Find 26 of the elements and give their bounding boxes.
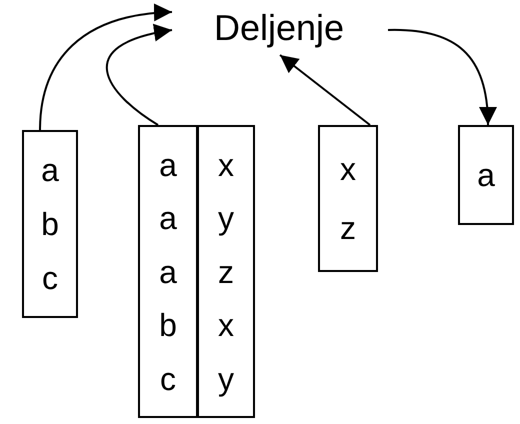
letter-text: Deljenje [214,10,344,46]
letter-text: y [218,362,234,394]
letter-text: a [159,202,177,234]
letter-text: a [477,159,495,191]
letter-column-box [318,125,378,272]
letter-column-box [458,125,514,225]
letter-text: a [159,256,177,288]
arrow [279,54,371,126]
letter-text: a [159,148,177,180]
letter-text: x [218,309,234,341]
letter-column-box [22,130,78,318]
letter-column-box [138,125,198,418]
letter-column-box [197,125,255,418]
letter-text: c [160,362,176,394]
letter-text: c [42,262,58,294]
letter-text: b [41,208,59,240]
arrow [388,29,496,126]
letter-text: a [41,154,59,186]
letter-text: x [340,153,356,186]
arrow [106,24,172,126]
letter-text: x [218,148,234,180]
letter-text: y [218,202,234,234]
letter-text: z [218,256,234,288]
arrow [39,4,172,130]
letter-text: b [159,309,177,341]
letter-text: z [340,212,356,244]
